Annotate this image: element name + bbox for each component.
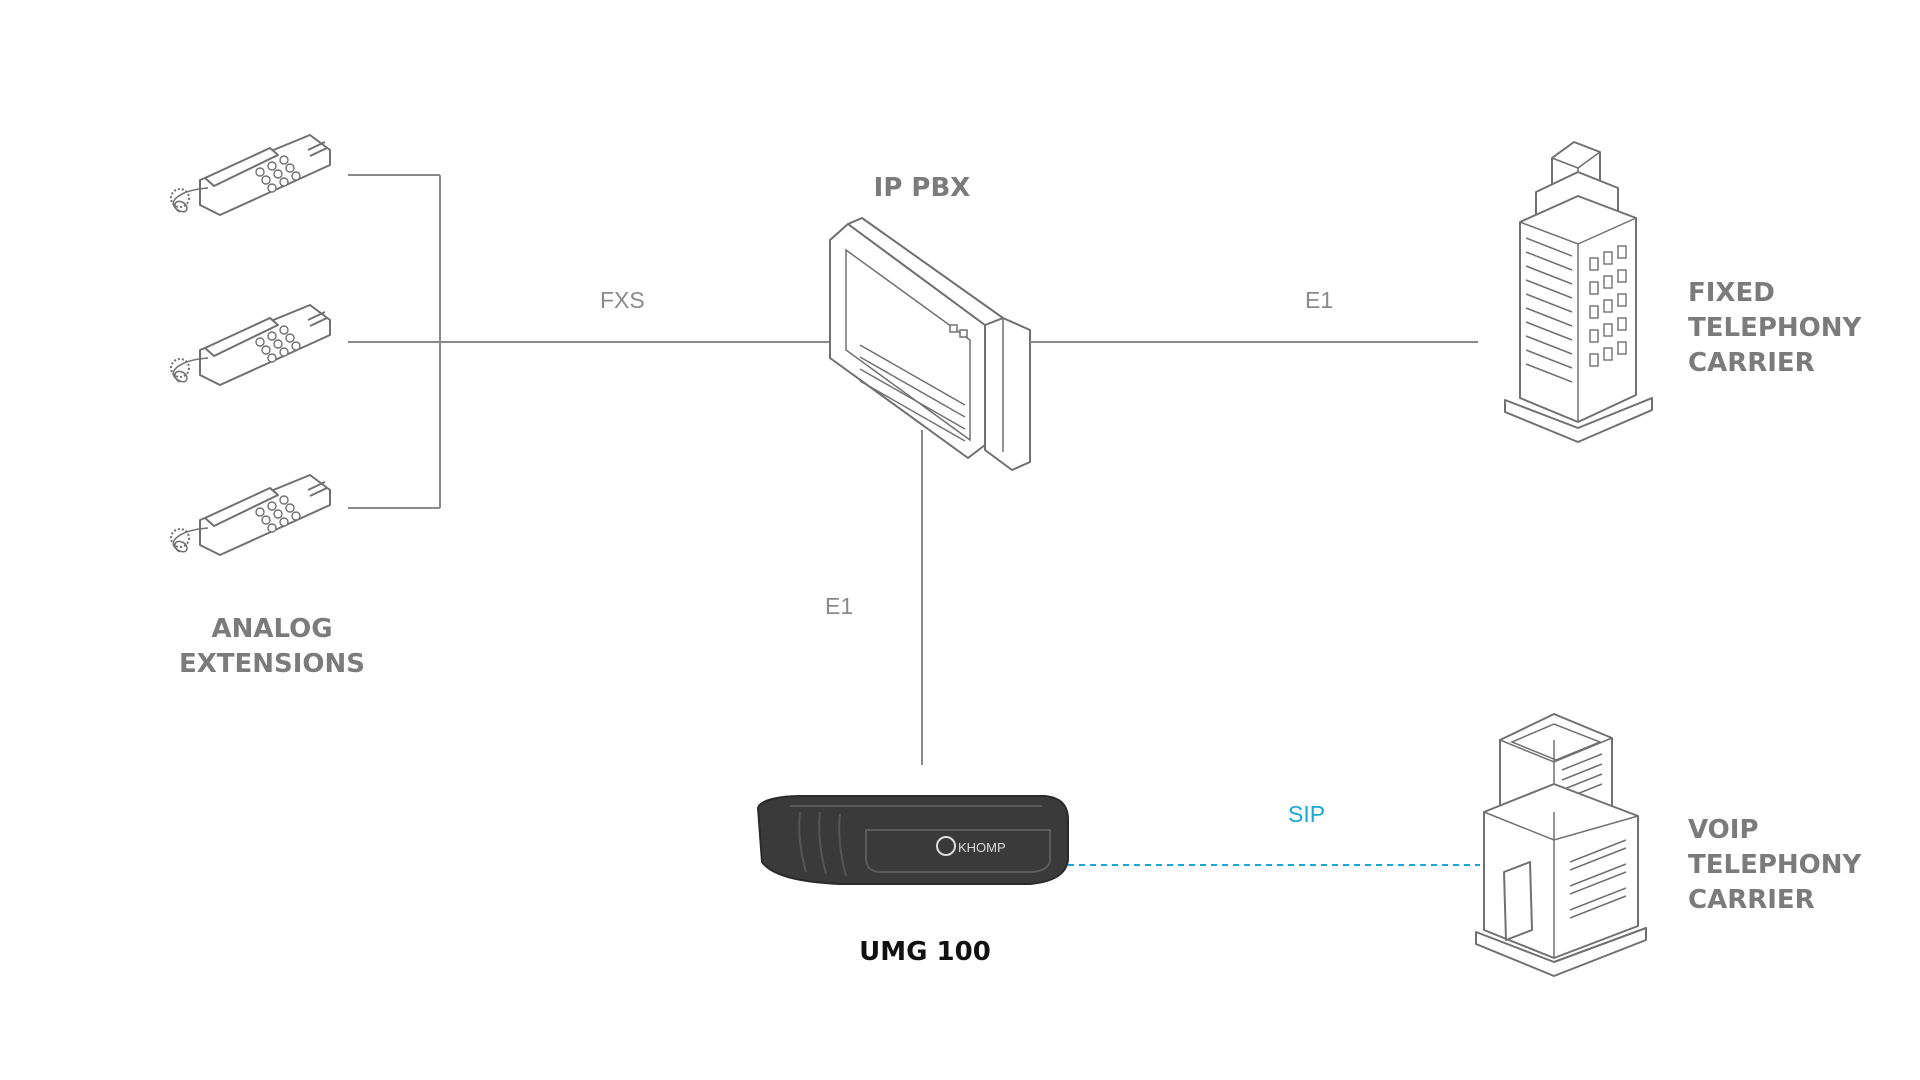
voip-carrier-label-line3: CARRIER: [1688, 885, 1815, 915]
fxs-link-lines: [348, 174, 830, 509]
office-building-icon: [1475, 713, 1647, 977]
sip-link-label: SIP: [1288, 801, 1325, 827]
gateway-brand-text: KHOMP: [958, 840, 1006, 855]
fixed-carrier-label-line3: CARRIER: [1688, 348, 1815, 378]
e1-umg-link-label: E1: [825, 593, 853, 619]
e1-carrier-link-label: E1: [1305, 287, 1333, 313]
khomp-logo-icon: [936, 836, 956, 856]
fxs-link-label: FXS: [600, 287, 645, 313]
analog-phone-icon: [170, 134, 331, 216]
gateway-device-icon: KHOMP: [756, 795, 1069, 885]
voip-carrier-label-line2: TELEPHONY: [1688, 850, 1863, 880]
ip-pbx-label: IP PBX: [874, 173, 971, 203]
office-tower-icon: [1504, 141, 1653, 443]
analog-phone-icon: [170, 474, 331, 556]
fixed-carrier-label-line2: TELEPHONY: [1688, 313, 1863, 343]
pbx-cabinet-icon: [829, 217, 1031, 471]
analog-extensions-label-line2: EXTENSIONS: [179, 649, 365, 679]
analog-phone-icon: [170, 304, 331, 386]
voip-carrier-label-line1: VOIP: [1688, 815, 1759, 845]
fixed-carrier-label-line1: FIXED: [1688, 278, 1775, 308]
analog-extensions-label-line1: ANALOG: [211, 614, 332, 644]
umg-100-label: UMG 100: [859, 937, 991, 967]
